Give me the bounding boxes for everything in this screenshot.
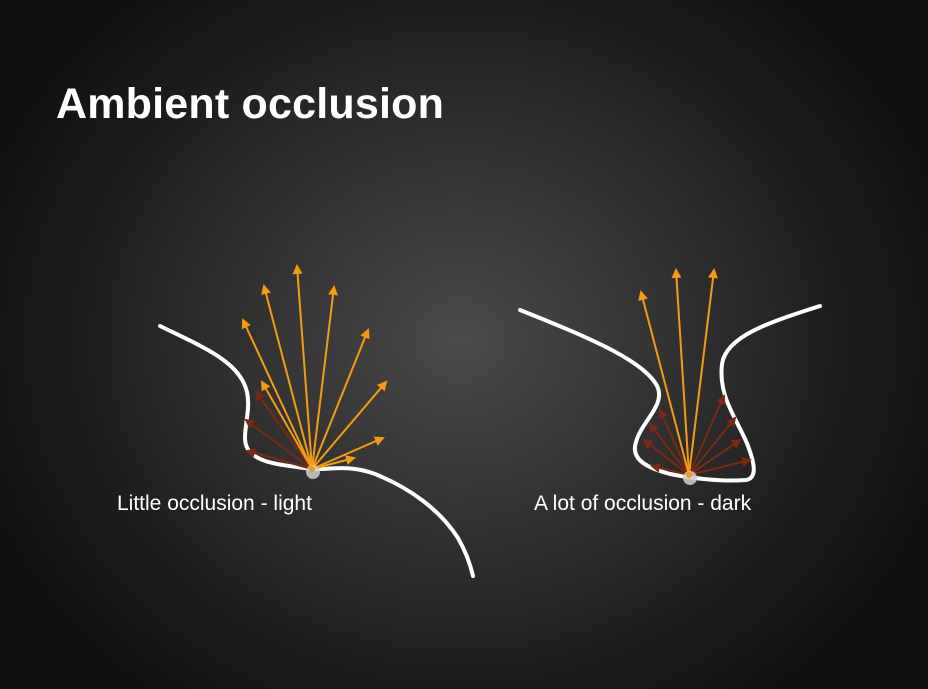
slide-title: Ambient occlusion: [56, 80, 445, 128]
occluded-ray: [648, 422, 690, 476]
occluded-ray: [688, 438, 742, 476]
occluded-ray: [688, 457, 752, 476]
unoccluded-ray: [311, 285, 339, 470]
unoccluded-ray: [261, 284, 313, 470]
unoccluded-rays: [638, 268, 718, 476]
surface-curve: [518, 304, 822, 483]
occluded-ray: [688, 394, 726, 476]
occluded-ray: [254, 390, 313, 470]
occluded-ray: [642, 438, 690, 476]
unoccluded-ray: [311, 380, 388, 470]
occluded-rays: [642, 394, 752, 476]
unoccluded-ray: [688, 268, 718, 476]
occluded-ray: [650, 463, 690, 476]
occluded-rays: [244, 390, 313, 470]
unoccluded-ray: [292, 264, 313, 470]
diagram-lot-of-occlusion: A lot of occlusion - dark: [518, 268, 822, 515]
unoccluded-ray: [241, 318, 313, 470]
unoccluded-ray: [671, 268, 690, 476]
occluded-ray: [658, 408, 690, 476]
occluded-ray: [244, 418, 313, 470]
occluded-ray: [245, 448, 313, 470]
diagram-little-occlusion: Little occlusion - light: [117, 264, 475, 578]
unoccluded-ray: [311, 328, 370, 470]
unoccluded-ray: [311, 455, 356, 470]
unoccluded-ray: [638, 290, 690, 476]
occluded-ray: [688, 416, 737, 476]
caption-lot-of-occlusion: A lot of occlusion - dark: [534, 492, 752, 515]
caption-little-occlusion: Little occlusion - light: [117, 492, 312, 515]
sample-point-glow: [686, 472, 692, 478]
surface-curve: [158, 324, 475, 578]
sample-point-glow: [309, 466, 315, 472]
unoccluded-ray: [311, 436, 385, 470]
unoccluded-rays: [241, 264, 388, 470]
unoccluded-ray: [261, 380, 313, 470]
